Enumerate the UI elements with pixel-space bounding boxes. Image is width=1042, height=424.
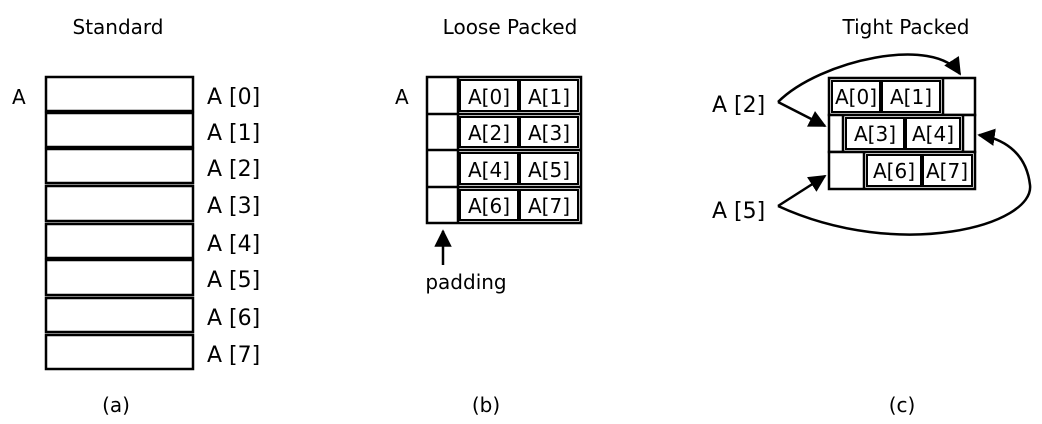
loose-element-label: A[1] xyxy=(528,85,570,109)
tight-element-box xyxy=(866,154,922,187)
tight-element-box xyxy=(845,117,905,150)
a2-arrow-to-row1 xyxy=(777,100,827,128)
loose-element-box xyxy=(519,152,579,185)
panel-b-title: Loose Packed xyxy=(443,15,578,39)
pointer-label-a5: A [5] xyxy=(712,199,765,224)
loose-element-label: A[0] xyxy=(468,85,510,109)
loose-element-box xyxy=(459,189,519,221)
standard-cell-2 xyxy=(44,147,195,185)
panel-c-title: Tight Packed xyxy=(841,15,969,39)
tight-element-box xyxy=(905,117,961,150)
panel-a-caption: (a) xyxy=(102,393,130,417)
loose-element-box xyxy=(519,189,579,221)
loose-element-box xyxy=(519,116,579,148)
tight-element-label: A[0] xyxy=(835,85,877,109)
standard-cell-1 xyxy=(44,111,195,149)
loose-element-box xyxy=(459,116,519,148)
a5-arrow-to-row1 xyxy=(777,128,1032,236)
loose-element-label: A[2] xyxy=(468,121,510,145)
loose-element-box xyxy=(459,79,519,112)
loose-element-label: A[4] xyxy=(468,158,510,182)
tight-element-box xyxy=(881,80,941,113)
standard-element-label-4: A [4] xyxy=(207,232,260,257)
standard-cell-4 xyxy=(44,222,195,260)
standard-element-label-6: A [6] xyxy=(207,306,260,331)
loose-element-label: A[3] xyxy=(528,121,570,145)
panel-b-base-label: A xyxy=(395,85,409,109)
standard-element-label-2: A [2] xyxy=(207,157,260,182)
standard-cell-0 xyxy=(44,75,195,113)
standard-cell-3 xyxy=(44,184,195,223)
tight-element-label: A[4] xyxy=(912,122,954,146)
panel-loose-packed: Loose Packed A A[0] A[1] A[2] A[3] A[4] … xyxy=(395,15,583,417)
loose-element-box xyxy=(519,79,579,112)
panel-standard: Standard A A [0] A [1] A [2] A [3] A [4]… xyxy=(12,15,260,417)
standard-element-label-7: A [7] xyxy=(207,343,260,368)
standard-cell-5 xyxy=(44,258,195,297)
loose-element-box xyxy=(459,152,519,185)
tight-element-label: A[1] xyxy=(890,85,932,109)
standard-cell-7 xyxy=(44,333,195,371)
loose-element-label: A[5] xyxy=(528,158,570,182)
panel-tight-packed: Tight Packed A[0] A[1] A[3] A[4] A[6] A[… xyxy=(712,15,1032,417)
loose-element-label: A[6] xyxy=(468,194,510,218)
panel-a-title: Standard xyxy=(73,15,164,39)
tight-element-label: A[6] xyxy=(873,159,915,183)
tight-element-box xyxy=(831,80,881,113)
tight-element-label: A[3] xyxy=(854,122,896,146)
padding-label: padding xyxy=(425,270,506,294)
a5-arrow-to-row2 xyxy=(777,174,827,208)
panel-a-base-label: A xyxy=(12,85,26,109)
standard-cell-6 xyxy=(44,296,195,334)
panel-b-caption: (b) xyxy=(472,393,500,417)
a2-arrow-to-row0 xyxy=(777,53,962,103)
standard-element-label-5: A [5] xyxy=(207,268,260,293)
tight-element-label: A[7] xyxy=(926,159,968,183)
standard-element-label-1: A [1] xyxy=(207,121,260,146)
standard-element-label-3: A [3] xyxy=(207,194,260,219)
panel-c-caption: (c) xyxy=(889,393,916,417)
standard-element-label-0: A [0] xyxy=(207,85,260,110)
tight-element-box xyxy=(922,154,973,187)
loose-element-label: A[7] xyxy=(528,194,570,218)
pointer-label-a2: A [2] xyxy=(712,93,765,118)
